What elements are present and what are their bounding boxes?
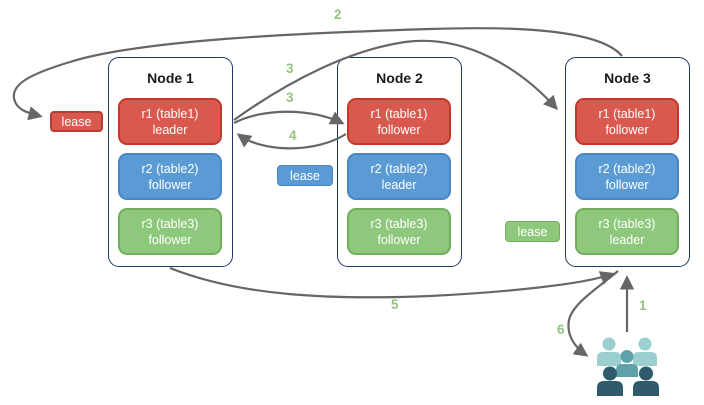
replica-role: follower xyxy=(148,232,192,247)
step-label-6: 6 xyxy=(557,322,565,337)
replica-name: r1 (table1) xyxy=(141,106,199,121)
step-label-3a: 3 xyxy=(286,61,294,76)
node-2-title: Node 2 xyxy=(376,70,423,86)
lease-badge-table3: lease xyxy=(505,221,560,242)
replica-role: follower xyxy=(377,232,421,247)
replica-name: r3 (table3) xyxy=(598,216,656,231)
replica-name: r1 (table1) xyxy=(598,106,656,121)
arrow-step-2-node3-to-lease1 xyxy=(12,27,623,121)
step-label-5: 5 xyxy=(391,297,399,312)
arrow-step-3-node1-to-node2 xyxy=(233,110,345,125)
replica-role: follower xyxy=(148,177,192,192)
node-1-title: Node 1 xyxy=(147,70,194,86)
replica-role: leader xyxy=(381,177,417,192)
users-group-icon xyxy=(597,337,659,396)
step-label-4: 4 xyxy=(289,128,297,143)
node-2: Node 2 r1 (table1) follower r2 (table2) … xyxy=(337,57,462,267)
replica-name: r3 (table3) xyxy=(370,216,428,231)
node-1: Node 1 r1 (table1) leader r2 (table2) fo… xyxy=(108,57,233,267)
replica-role: follower xyxy=(605,122,649,137)
replica-role: leader xyxy=(609,232,645,247)
replica-r2-node1: r2 (table2) follower xyxy=(118,153,222,200)
lease-badge-table1: lease xyxy=(50,111,103,132)
replica-r3-node2: r3 (table3) follower xyxy=(347,208,451,255)
replica-name: r1 (table1) xyxy=(370,106,428,121)
step-label-1: 1 xyxy=(639,298,647,313)
step-label-3b: 3 xyxy=(286,90,294,105)
replica-r2-node3: r2 (table2) follower xyxy=(575,153,679,200)
replica-r3-node3: r3 (table3) leader xyxy=(575,208,679,255)
replica-r3-node1: r3 (table3) follower xyxy=(118,208,222,255)
replica-name: r2 (table2) xyxy=(141,161,199,176)
arrow-step-5-node1-to-node3 xyxy=(169,266,615,299)
replica-r1-node1: r1 (table1) leader xyxy=(118,98,222,145)
replica-role: follower xyxy=(377,122,421,137)
replica-r1-node3: r1 (table1) follower xyxy=(575,98,679,145)
replica-role: follower xyxy=(605,177,649,192)
lease-badge-table2: lease xyxy=(277,165,333,186)
arrow-step-6-node3-to-clients xyxy=(567,270,619,357)
replica-name: r2 (table2) xyxy=(598,161,656,176)
replica-name: r3 (table3) xyxy=(141,216,199,231)
replica-name: r2 (table2) xyxy=(370,161,428,176)
node-3-title: Node 3 xyxy=(604,70,651,86)
replica-r1-node2: r1 (table1) follower xyxy=(347,98,451,145)
replica-role: leader xyxy=(152,122,188,137)
step-label-2: 2 xyxy=(334,7,342,22)
replica-r2-node2: r2 (table2) leader xyxy=(347,153,451,200)
node-3: Node 3 r1 (table1) follower r2 (table2) … xyxy=(565,57,690,267)
